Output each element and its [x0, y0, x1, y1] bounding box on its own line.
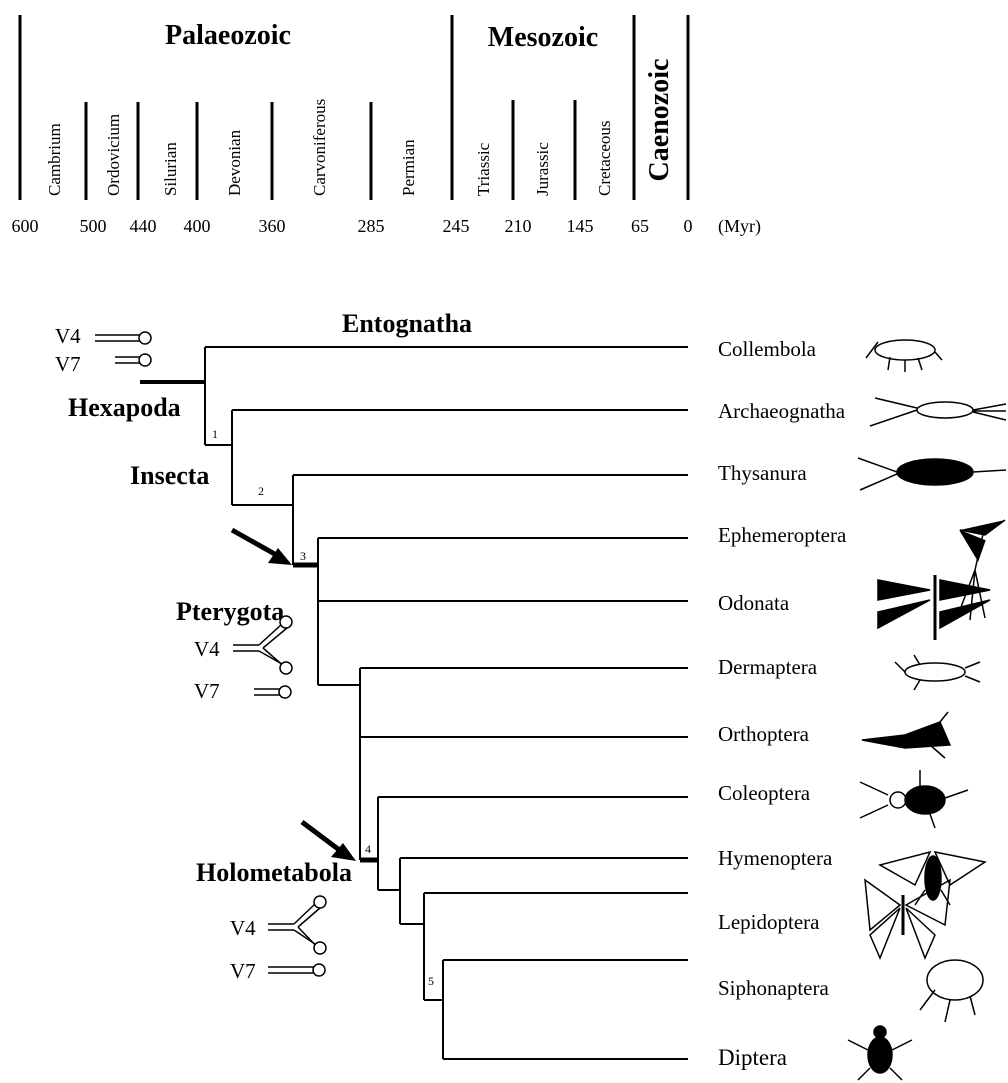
unbranched-loop-icon [95, 332, 151, 344]
taxon-archaeognatha: Archaeognatha [718, 399, 846, 423]
earwig-icon [895, 655, 980, 690]
period-jurassic: Jurassic [533, 142, 552, 196]
wasp-icon [880, 852, 985, 905]
springtail-icon [866, 340, 942, 372]
ancestral-loops: V4 V7 [55, 324, 151, 376]
unbranched-loop-icon [268, 964, 325, 976]
unit-label: (Myr) [718, 216, 761, 237]
tick-500: 500 [80, 216, 107, 236]
holometabola-loops: V4 V7 [230, 896, 326, 983]
tick-600: 600 [12, 216, 39, 236]
pterygota-loops: V4 V7 [194, 616, 292, 703]
node-5-label: 5 [428, 974, 434, 988]
insect-icons [848, 340, 1006, 1080]
arrow-icon [302, 822, 356, 861]
taxon-hymenoptera: Hymenoptera [718, 846, 833, 870]
arrow-icon [232, 530, 292, 565]
grasshopper-icon [862, 712, 950, 758]
tick-65: 65 [631, 216, 649, 236]
taxon-thysanura: Thysanura [718, 461, 807, 485]
clade-pterygota: Pterygota [176, 597, 284, 626]
loop-v7-label: V7 [194, 679, 220, 703]
era-palaeozoic: Palaeozoic [165, 20, 291, 51]
branched-loop-icon [268, 896, 326, 954]
tick-400: 400 [184, 216, 211, 236]
unbranched-loop-icon [254, 686, 291, 698]
bristletail-icon [870, 398, 1006, 426]
period-triassic: Triassic [474, 142, 493, 196]
fly-icon [848, 1026, 912, 1080]
taxon-coleoptera: Coleoptera [718, 781, 811, 805]
loop-v7-label: V7 [55, 352, 81, 376]
phylogenetic-tree: 1 2 3 4 5 Entognatha Hexapoda Insecta Pt… [55, 309, 847, 1070]
clade-holometabola: Holometabola [196, 858, 352, 887]
period-carvoniferous: Carvoniferous [310, 99, 329, 196]
unbranched-loop-icon [115, 354, 151, 366]
taxon-orthoptera: Orthoptera [718, 722, 810, 746]
period-devonian: Devonian [225, 129, 244, 196]
geologic-timescale: Palaeozoic Mesozoic Caenozoic Cambrium O… [12, 15, 762, 237]
loop-v7-label: V7 [230, 959, 256, 983]
period-permian: Permian [399, 139, 418, 196]
tick-145: 145 [567, 216, 594, 236]
period-ordovicium: Ordovicium [104, 114, 123, 196]
taxon-siphonaptera: Siphonaptera [718, 976, 829, 1000]
tick-210: 210 [505, 216, 532, 236]
taxon-lepidoptera: Lepidoptera [718, 910, 820, 934]
era-mesozoic: Mesozoic [488, 22, 598, 53]
node-2-label: 2 [258, 484, 264, 498]
node-3-label: 3 [300, 549, 306, 563]
tick-245: 245 [443, 216, 470, 236]
clade-entognatha: Entognatha [342, 309, 472, 338]
beetle-icon [860, 770, 968, 828]
era-caenozoic: Caenozoic [644, 59, 675, 182]
taxon-collembola: Collembola [718, 337, 817, 361]
taxon-ephemeroptera: Ephemeroptera [718, 523, 847, 547]
silverfish-icon [858, 458, 1006, 490]
period-silurian: Silurian [161, 142, 180, 196]
tick-440: 440 [130, 216, 157, 236]
flea-icon [920, 960, 983, 1022]
clade-hexapoda: Hexapoda [68, 393, 181, 422]
node-4-label: 4 [365, 842, 371, 856]
clade-insecta: Insecta [130, 461, 209, 490]
taxon-dermaptera: Dermaptera [718, 655, 818, 679]
loop-v4-label: V4 [55, 324, 81, 348]
period-cretaceous: Cretaceous [595, 120, 614, 196]
taxon-odonata: Odonata [718, 591, 790, 615]
tick-0: 0 [684, 216, 693, 236]
tick-360: 360 [259, 216, 286, 236]
period-cambrium: Cambrium [45, 123, 64, 196]
tick-285: 285 [358, 216, 385, 236]
taxon-diptera: Diptera [718, 1045, 787, 1070]
node-1-label: 1 [212, 427, 218, 441]
loop-v4-label: V4 [230, 916, 256, 940]
loop-v4-label: V4 [194, 637, 220, 661]
